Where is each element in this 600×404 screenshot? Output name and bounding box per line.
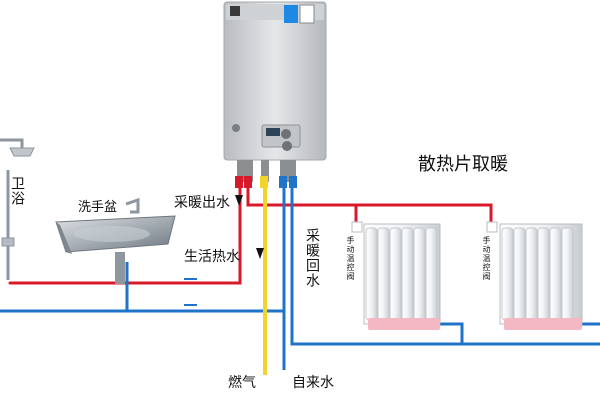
- domestic-hot-water-label: 生活热水: [184, 249, 240, 265]
- manual-valve-label-1: 手动温控阀: [346, 236, 355, 281]
- cold-water-pipes: [0, 182, 600, 370]
- heating-title: 散热片取暖: [418, 154, 508, 175]
- manual-valve-label-2: 手动温控阀: [482, 236, 491, 281]
- bath-hot-pipe: [8, 180, 242, 285]
- wash-basin-icon: [55, 197, 176, 284]
- heating-return-label: 采暖回水: [304, 228, 320, 288]
- radiator-icon-1: [351, 221, 441, 330]
- wash-basin-label: 洗手盆: [78, 200, 118, 215]
- tap-water-label: 自来水: [292, 375, 334, 391]
- radiator-icon-2: [486, 221, 583, 330]
- heating-supply-pipe: [246, 180, 493, 227]
- shower-icon: [0, 138, 35, 280]
- bathroom-label: 卫浴: [9, 176, 25, 206]
- heating-supply-label: 采暖出水: [174, 195, 230, 211]
- radiator1-return-pipe: [438, 322, 464, 344]
- boiler-icon: [223, 1, 327, 188]
- flow-arrows: [235, 195, 264, 259]
- gas-label: 燃气: [228, 375, 256, 391]
- heating-return-pipe: [290, 182, 600, 346]
